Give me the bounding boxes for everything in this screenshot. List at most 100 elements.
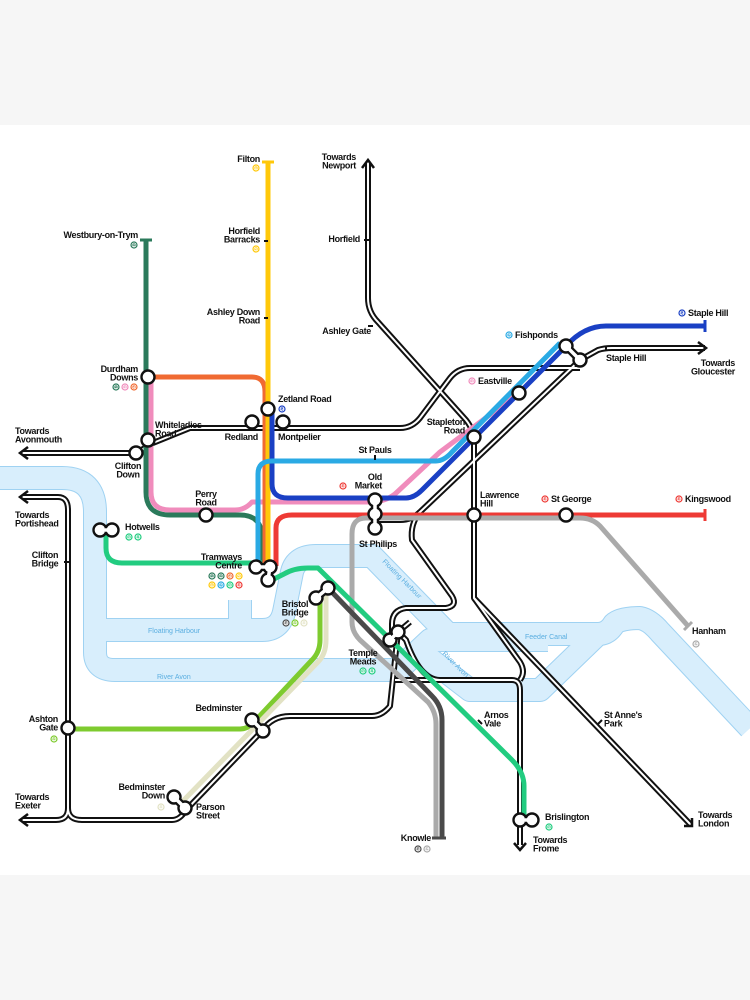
line-15-gray bbox=[349, 515, 690, 838]
station-bedminster[interactable] bbox=[244, 712, 271, 739]
label-brislington: Brislington bbox=[545, 812, 589, 822]
station-eastville[interactable] bbox=[511, 385, 527, 401]
label-bedminster-down: Bedminster bbox=[118, 782, 165, 792]
arrow-gloucester-icon bbox=[697, 341, 709, 355]
label-tramways-centre: Centre bbox=[215, 561, 242, 571]
arrow-portishead-icon bbox=[17, 490, 29, 504]
station-whiteladies-road[interactable] bbox=[140, 432, 156, 448]
station-fishponds[interactable] bbox=[558, 338, 588, 368]
station-hotwells[interactable] bbox=[92, 522, 120, 538]
svg-text:15: 15 bbox=[425, 847, 429, 851]
line-7-light-blue bbox=[255, 341, 562, 566]
svg-text:6: 6 bbox=[255, 166, 257, 170]
arrow-london-icon bbox=[684, 818, 694, 828]
station-stapleton-road[interactable] bbox=[466, 429, 482, 445]
water: Floating Harbour River Avon Feeder Canal… bbox=[0, 466, 750, 737]
line-11-lime bbox=[68, 596, 323, 732]
line-badge-10: 10 bbox=[339, 482, 347, 490]
line-10-red bbox=[273, 512, 705, 566]
svg-text:17: 17 bbox=[136, 535, 140, 539]
station-lawrence-hill[interactable] bbox=[466, 507, 482, 523]
line-badge-10: 10 bbox=[675, 495, 683, 503]
label-bristol-bridge: Bridge bbox=[282, 608, 309, 618]
label-tramways-centre: Tramways bbox=[201, 552, 242, 562]
label-avonmouth: Towards bbox=[15, 426, 50, 436]
svg-text:9: 9 bbox=[548, 825, 550, 829]
line-badge-17: 17 bbox=[368, 667, 376, 675]
label-montpelier: Montpelier bbox=[278, 432, 321, 442]
line-badge-7: 7 bbox=[217, 581, 225, 589]
rail-gloucester-inner bbox=[579, 347, 705, 361]
station-durdham-downs[interactable] bbox=[140, 369, 156, 385]
line-badge-7: 7 bbox=[505, 331, 513, 339]
station-redland[interactable] bbox=[244, 414, 260, 430]
station-st-george[interactable] bbox=[558, 507, 574, 523]
line-badge-15: 15 bbox=[692, 640, 700, 648]
line-badge-5: 5 bbox=[235, 572, 243, 580]
label-ashley-down-road: Ashley Down bbox=[207, 307, 260, 317]
label-temple-meads: Meads bbox=[350, 657, 377, 667]
label-ashley-down-road: Road bbox=[239, 316, 260, 326]
tram-lines bbox=[68, 160, 707, 840]
label-kingswood: Kingswood bbox=[685, 494, 731, 504]
svg-text:10: 10 bbox=[543, 497, 547, 501]
station-bedminster-down[interactable] bbox=[166, 789, 193, 816]
label-stapleton-road: Road bbox=[444, 426, 465, 436]
water-label-floating-harbour: Floating Harbour bbox=[148, 628, 201, 635]
label-bedminster-down: Down bbox=[142, 791, 165, 801]
label-st-annes-park: Park bbox=[604, 719, 624, 729]
label-exeter: Exeter bbox=[15, 801, 42, 811]
arrow-newport-icon bbox=[361, 157, 375, 169]
label-amos-vale: Vale bbox=[484, 719, 501, 729]
label-st-philips: St Philips bbox=[359, 539, 397, 549]
arrow-avonmouth-icon bbox=[17, 446, 29, 460]
svg-text:1: 1 bbox=[211, 574, 213, 578]
label-old-market: Old bbox=[368, 472, 382, 482]
line-badge-5: 5 bbox=[252, 245, 260, 253]
label-lawrence-hill: Lawrence bbox=[480, 490, 519, 500]
line-9-mint bbox=[103, 532, 527, 820]
label-portishead: Portishead bbox=[15, 519, 59, 529]
line-badge-10: 10 bbox=[541, 495, 549, 503]
station-tick-amos-vale[interactable] bbox=[477, 719, 483, 725]
label-temple-meads: Temple bbox=[348, 648, 377, 658]
svg-text:7: 7 bbox=[508, 333, 510, 337]
station-montpelier[interactable] bbox=[275, 414, 291, 430]
label-whiteladies-road: Whiteladies bbox=[155, 420, 202, 430]
rail-temple-east-inner bbox=[473, 597, 524, 681]
svg-text:14: 14 bbox=[280, 407, 284, 411]
label-gloucester: Towards bbox=[701, 358, 736, 368]
station-bristol-bridge[interactable] bbox=[308, 580, 336, 606]
line-badge-14: 14 bbox=[278, 405, 286, 413]
line-badge-3: 3 bbox=[468, 377, 476, 385]
rail-portishead-inner bbox=[22, 496, 69, 821]
station-tick-st-annes-park[interactable] bbox=[597, 719, 603, 725]
station-clifton-down[interactable] bbox=[128, 445, 144, 461]
label-st-annes-park: St Anne's bbox=[604, 710, 642, 720]
water-label-feeder-canal: Feeder Canal bbox=[525, 634, 568, 641]
station-old-market[interactable] bbox=[367, 492, 383, 536]
line-14-dark-blue bbox=[269, 323, 705, 501]
svg-text:10: 10 bbox=[341, 484, 345, 488]
station-tramways-centre[interactable] bbox=[248, 559, 278, 588]
station-zetland-road[interactable] bbox=[260, 401, 276, 417]
label-parson-street: Street bbox=[196, 811, 220, 821]
line-badge-12: 12 bbox=[157, 803, 165, 811]
label-clifton-bridge: Bridge bbox=[32, 559, 59, 569]
station-ashton-gate[interactable] bbox=[60, 720, 76, 736]
line-badge-9: 9 bbox=[125, 533, 133, 541]
svg-text:9: 9 bbox=[128, 535, 130, 539]
label-exeter: Towards bbox=[15, 792, 50, 802]
label-knowle: Knowle bbox=[401, 833, 431, 843]
line-badge-10: 10 bbox=[235, 581, 243, 589]
station-temple-meads[interactable] bbox=[382, 624, 406, 648]
label-parson-street: Parson bbox=[196, 802, 225, 812]
line-badge-6: 6 bbox=[252, 164, 260, 172]
svg-text:17: 17 bbox=[370, 669, 374, 673]
arrow-frome-icon bbox=[513, 842, 527, 852]
station-perry-road[interactable] bbox=[198, 507, 214, 523]
station-brislington[interactable] bbox=[512, 812, 540, 828]
line-4-orange bbox=[148, 374, 268, 566]
